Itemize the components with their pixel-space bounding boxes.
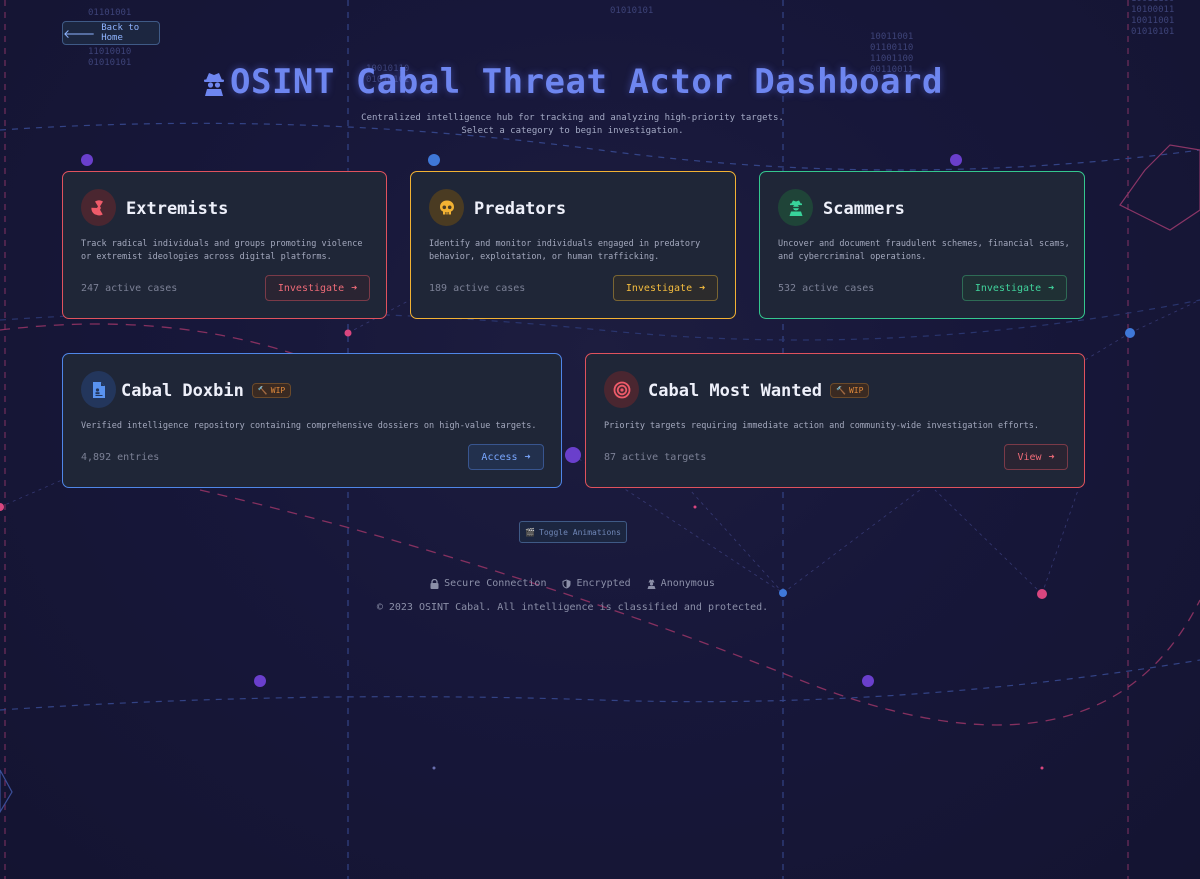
masked-user-icon [778, 189, 813, 226]
card-stat: 532 active cases [778, 283, 875, 294]
view-most-wanted-button[interactable]: View ➜ [1004, 444, 1068, 470]
toggle-animations-label: Toggle Animations [539, 527, 621, 537]
card-title: Cabal Most Wanted 🔨WIP [648, 381, 870, 401]
security-badges: Secure Connection Encrypted Anonymous [0, 578, 1145, 589]
binary-decoration: 01101001 [88, 8, 132, 18]
secure-connection-badge: Secure Connection [430, 578, 546, 589]
card-description: Priority targets requiring immediate act… [604, 421, 1039, 431]
film-icon: 🎬 [525, 527, 536, 537]
arrow-right-icon: ➜ [699, 282, 706, 294]
card-extremists[interactable]: Extremists Track radical individuals and… [62, 171, 387, 319]
card-title: Extremists [126, 199, 229, 219]
badge-label: Anonymous [660, 578, 715, 589]
card-description: Uncover and document fraudulent schemes,… [778, 239, 1070, 262]
binary-decoration: 10011100 10100011 10011001 01010101 [1131, 0, 1175, 37]
binary-decoration: 10011001 01100110 11001100 00110011 [870, 32, 914, 75]
copyright-notice: © 2023 OSINT Cabal. All intelligence is … [376, 602, 769, 613]
card-stat: 247 active cases [81, 283, 178, 294]
back-to-home-button[interactable]: 🡐 Back to Home [62, 21, 160, 45]
user-secret-icon [647, 579, 656, 589]
card-title-text: Cabal Doxbin [121, 381, 244, 401]
card-title: Predators [474, 199, 567, 219]
investigate-predators-button[interactable]: Investigate ➜ [613, 275, 718, 301]
hammer-icon: 🔨 [836, 386, 846, 395]
page-title-text: OSINT Cabal Threat Actor Dashboard [230, 62, 943, 102]
user-secret-icon [202, 65, 226, 105]
card-title: Scammers [823, 199, 905, 219]
page-title: OSINT Cabal Threat Actor Dashboard [0, 62, 1145, 105]
button-label: Investigate [625, 282, 693, 294]
shield-icon [562, 579, 571, 588]
radiation-icon [81, 189, 116, 226]
page-subtitle: Centralized intelligence hub for trackin… [361, 113, 784, 136]
arrow-right-icon: ➜ [1048, 282, 1055, 294]
toggle-animations-button[interactable]: 🎬 Toggle Animations [519, 521, 627, 543]
card-description: Identify and monitor individuals engaged… [429, 239, 701, 262]
badge-label: Secure Connection [444, 578, 547, 589]
file-document-icon [81, 371, 116, 408]
card-stat: 189 active cases [429, 283, 526, 294]
access-doxbin-button[interactable]: Access ➜ [468, 444, 544, 470]
arrow-right-icon: ➜ [1048, 451, 1055, 463]
investigate-extremists-button[interactable]: Investigate ➜ [265, 275, 370, 301]
hammer-icon: 🔨 [257, 386, 268, 395]
card-description: Track radical individuals and groups pro… [81, 239, 363, 262]
binary-decoration: 10010110 01010101 [366, 64, 410, 85]
back-to-home-label: Back to Home [101, 23, 140, 43]
encrypted-badge: Encrypted [562, 578, 631, 589]
skull-icon [429, 189, 464, 226]
card-cabal-doxbin[interactable]: Cabal Doxbin 🔨WIP Verified intelligence r… [62, 353, 562, 488]
wip-badge: 🔨WIP [830, 383, 870, 398]
card-title-text: Cabal Most Wanted [648, 381, 822, 401]
card-scammers[interactable]: Scammers Uncover and document fraudulent… [759, 171, 1085, 319]
button-label: Investigate [974, 282, 1042, 294]
card-stat: 87 active targets [604, 452, 707, 463]
target-icon [604, 371, 639, 408]
wip-badge-label: WIP [270, 386, 286, 395]
wip-badge: 🔨WIP [251, 383, 292, 398]
button-label: Investigate [277, 282, 345, 294]
binary-decoration: 11010010 01010101 [88, 47, 132, 68]
lock-icon [430, 578, 439, 589]
arrow-left-icon: 🡐 [63, 26, 96, 41]
card-stat: 4,892 entries [81, 452, 160, 463]
badge-label: Encrypted [576, 578, 631, 589]
button-label: View [1017, 451, 1042, 463]
button-label: Access [481, 451, 518, 463]
investigate-scammers-button[interactable]: Investigate ➜ [962, 275, 1067, 301]
anonymous-badge: Anonymous [647, 578, 715, 589]
arrow-right-icon: ➜ [351, 282, 358, 294]
binary-decoration: 01010101 [610, 6, 654, 16]
card-predators[interactable]: Predators Identify and monitor individua… [410, 171, 736, 319]
card-cabal-most-wanted[interactable]: Cabal Most Wanted 🔨WIP Priority targets r… [585, 353, 1085, 488]
card-description: Verified intelligence repository contain… [81, 421, 537, 431]
card-title: Cabal Doxbin 🔨WIP [121, 381, 292, 401]
wip-badge-label: WIP [848, 386, 864, 395]
arrow-right-icon: ➜ [524, 451, 531, 463]
